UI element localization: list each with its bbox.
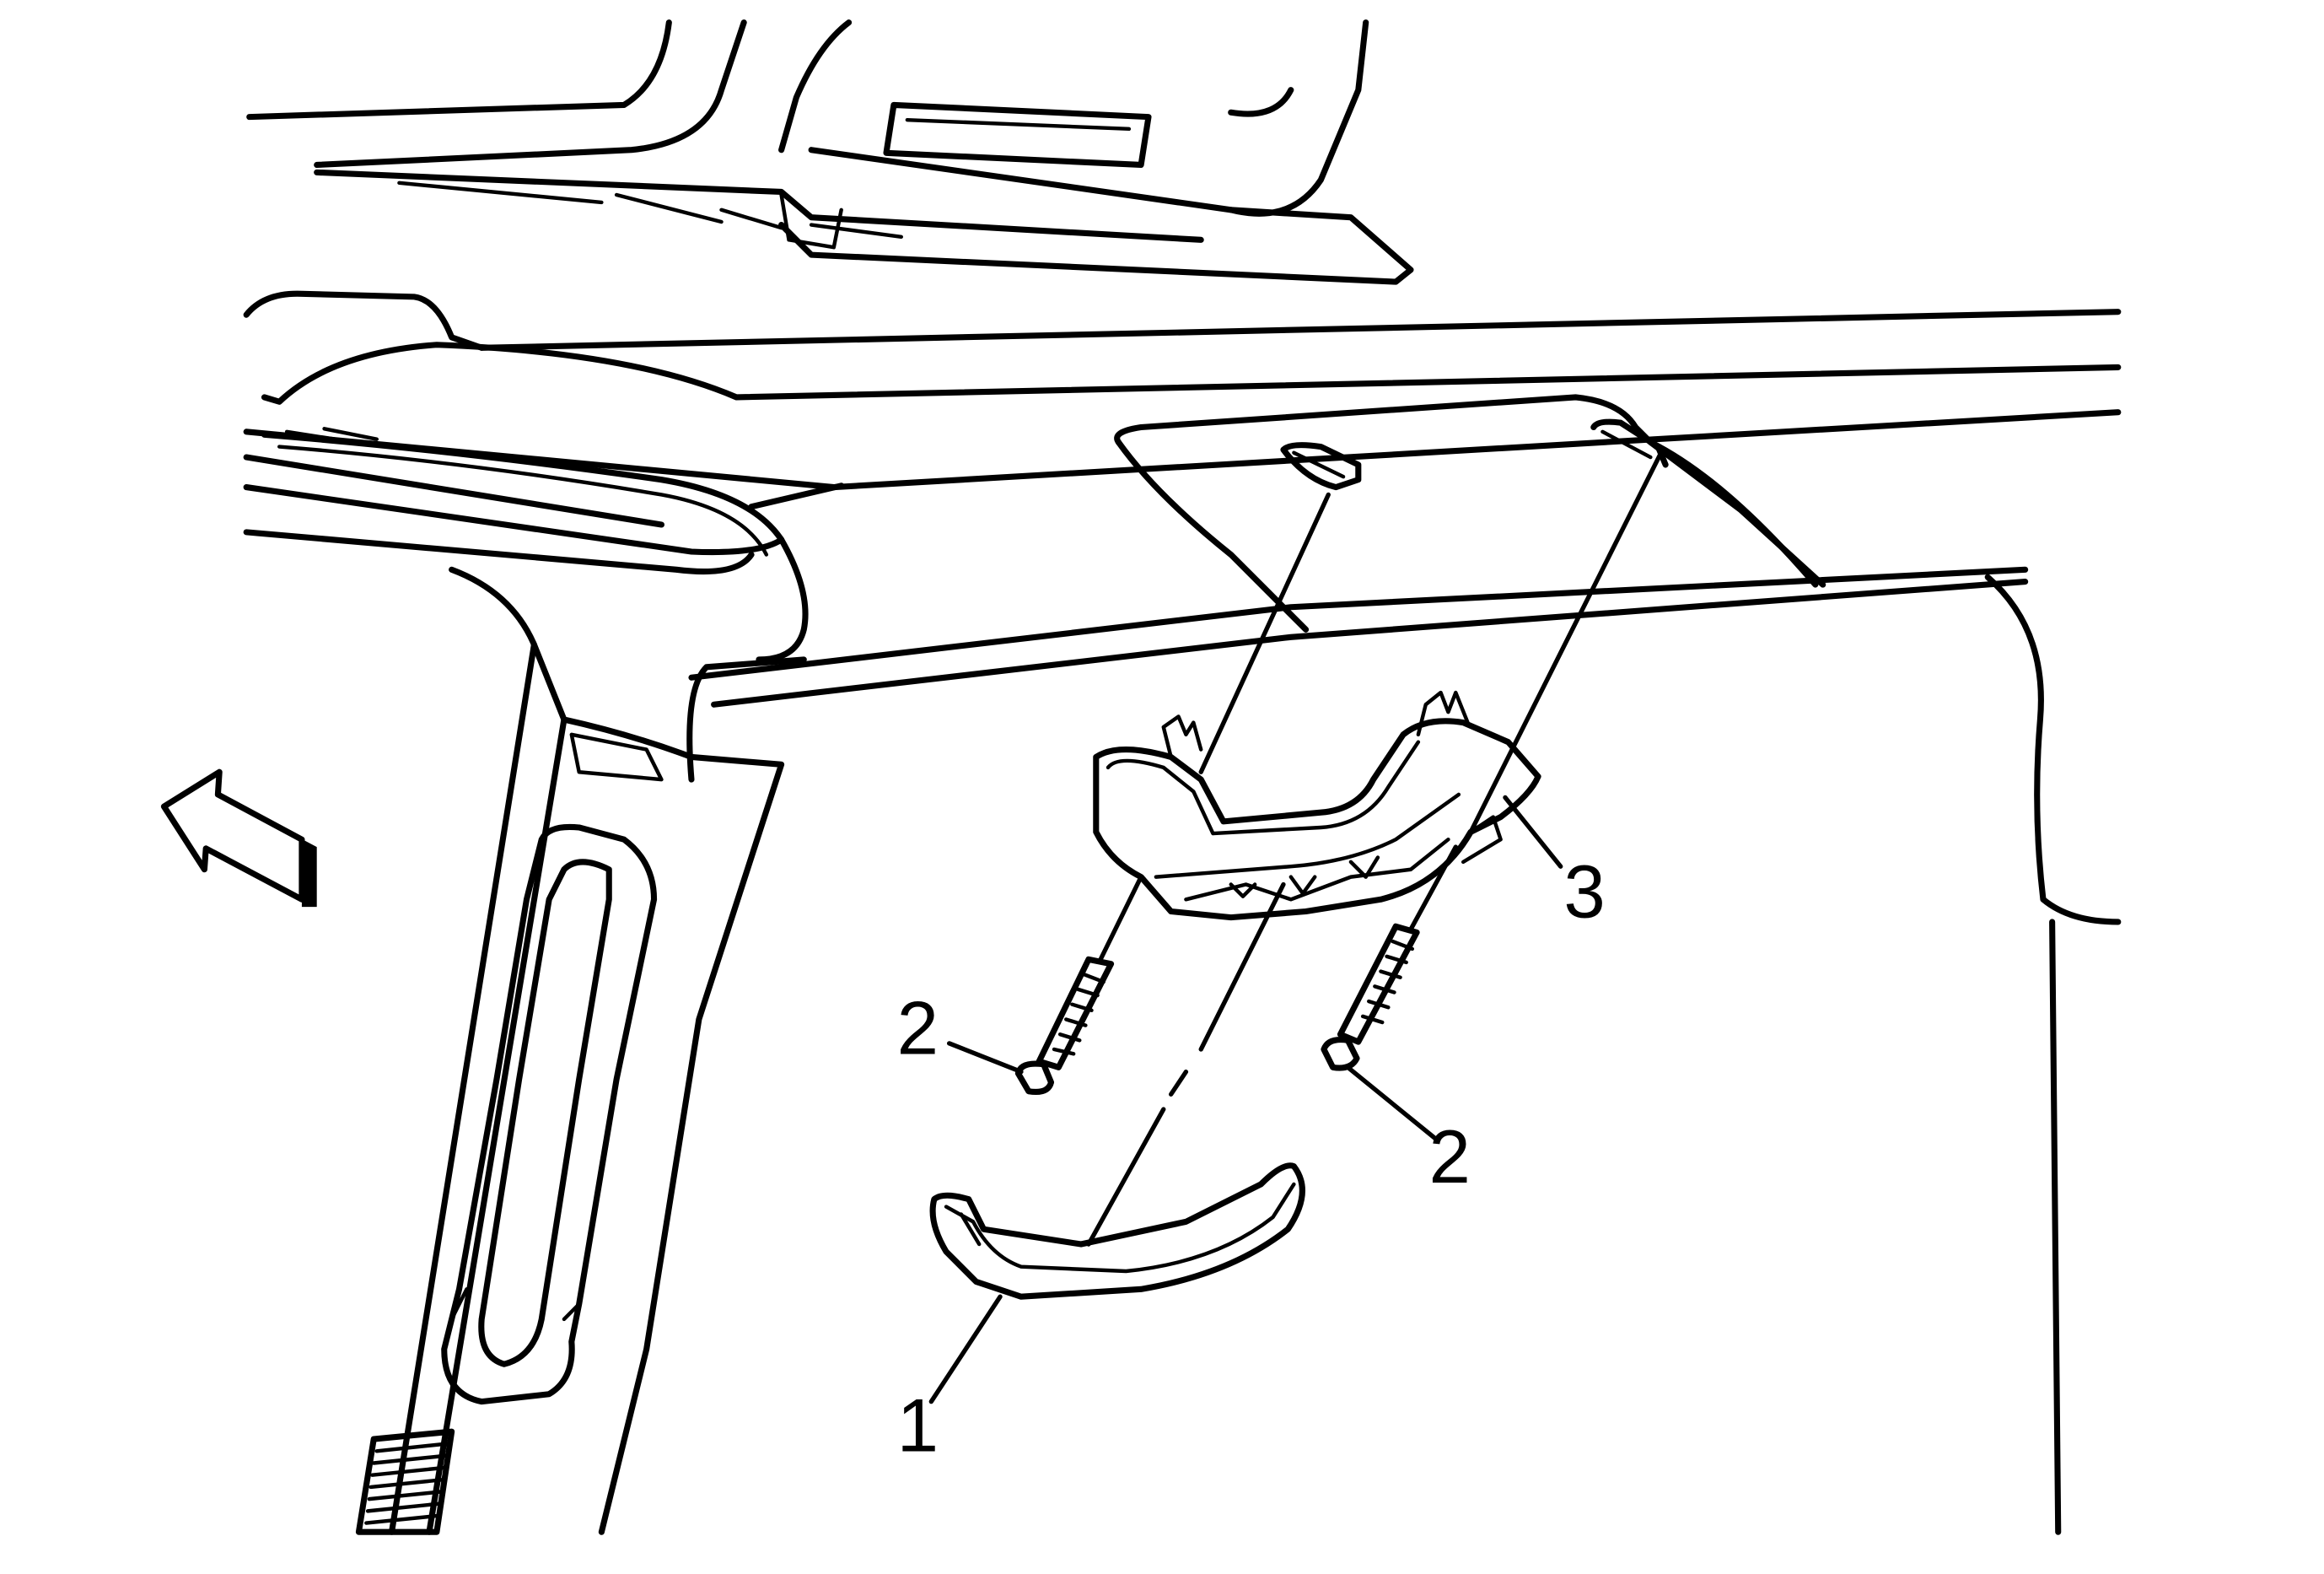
headliner [243,290,2122,783]
forward-arrow-icon [160,768,317,908]
screw-right [1321,923,1420,1071]
vent-grille [355,1428,455,1535]
pillar-trim [388,566,2122,1535]
screw-left [1014,956,1115,1095]
assist-handle-grip [929,1162,1305,1300]
handle-mount-pad [1114,394,1826,633]
callout-2-left: 2 [897,986,939,1070]
alignment-lines [1086,447,1665,1247]
assist-handle-base [1093,690,1541,921]
overhead-console [246,19,1414,285]
callout-1: 1 [897,1383,939,1467]
pillar-grab-handle [441,823,658,1405]
callout-leaders [928,795,1563,1404]
callout-2-right: 2 [1429,1115,1471,1199]
callout-3: 3 [1563,850,1605,934]
